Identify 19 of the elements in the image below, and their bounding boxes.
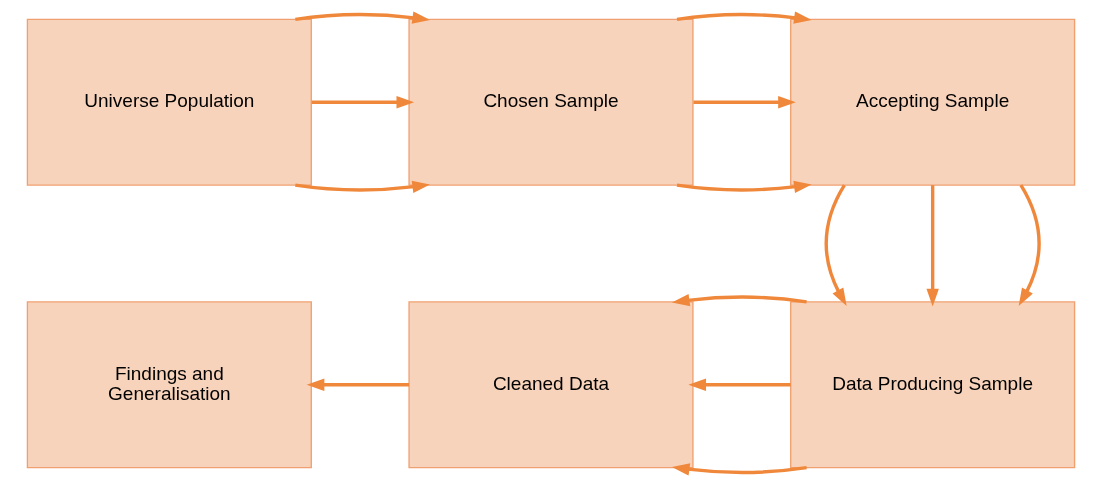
arrow [926,184,939,307]
arrow [693,95,796,108]
node-box: Chosen Sample [408,18,694,186]
node-box: Data Producing Sample [790,300,1076,468]
arrow [295,180,431,193]
arrow [671,462,807,475]
arrow [1018,183,1041,306]
arrow [306,378,410,391]
arrow [676,11,812,24]
arrow [676,180,812,193]
arrow [671,293,807,306]
node-box: Cleaned Data [408,300,694,468]
arrow [311,95,415,108]
arrow [295,11,431,24]
node-box: Accepting Sample [790,18,1076,186]
node-box: Universe Population [26,18,312,186]
arrow [824,183,847,306]
arrow [688,378,791,391]
node-box: Findings and Generalisation [26,300,312,468]
